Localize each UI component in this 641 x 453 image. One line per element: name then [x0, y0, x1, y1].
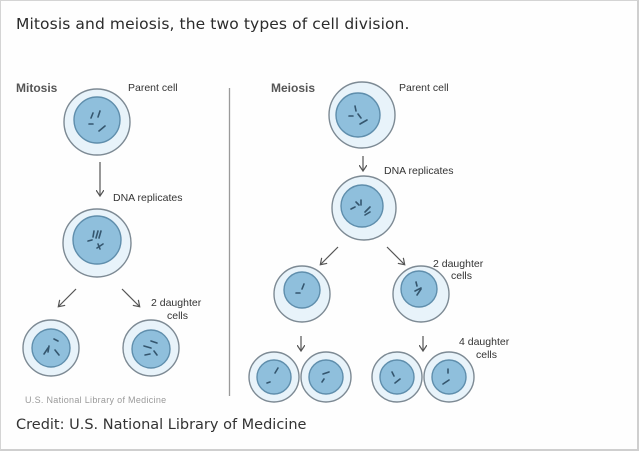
chromosome: [153, 350, 158, 356]
chromosome: [364, 211, 371, 216]
cell-nucleus: [283, 271, 321, 309]
chromosome: [321, 378, 325, 383]
chromosome: [355, 201, 360, 206]
chromosome: [53, 338, 59, 342]
meiosis-arrow-right: [386, 246, 404, 264]
chromosome: [143, 345, 152, 349]
cell-nucleus: [308, 359, 344, 395]
chromosome: [95, 230, 99, 239]
chromosome: [415, 281, 418, 287]
mitosis-daughter-label-line2: cells: [167, 310, 188, 322]
chromosome: [97, 110, 101, 118]
meiosis-granddaughter-cell: [248, 351, 300, 403]
chromosome: [301, 283, 305, 290]
chromosome: [416, 288, 422, 296]
mitosis-arrow-right: [121, 288, 139, 306]
chromosome: [98, 125, 106, 132]
chromosome: [96, 243, 104, 249]
mitosis-daughter-label-line1: 2 daughter: [151, 297, 202, 309]
chromosome: [442, 379, 450, 385]
mitosis-parent-label: Parent cell: [128, 82, 178, 94]
chromosome: [92, 230, 95, 238]
chromosome: [54, 349, 60, 356]
chromosome: [391, 371, 395, 377]
chromosome: [98, 230, 102, 239]
chromosome: [354, 105, 357, 112]
chromosome: [43, 347, 49, 355]
chromosome: [150, 340, 158, 344]
cell-nucleus: [31, 328, 71, 368]
meiosis-granddaughter-cell: [300, 351, 352, 403]
meiosis-section: Meiosis Parent cell DNA replicates 2 dau…: [248, 81, 510, 403]
chromosome: [394, 378, 401, 384]
chromosome: [322, 371, 330, 375]
meiosis-granddaughter-cell: [423, 351, 475, 403]
meiosis-replicated-cell: [331, 175, 397, 241]
meiosis-step-label: DNA replicates: [384, 165, 453, 177]
mitosis-step-label: DNA replicates: [113, 192, 182, 204]
chromosome: [144, 353, 151, 356]
chromosome: [357, 113, 362, 119]
chromosome: [266, 381, 271, 384]
meiosis-2-daughter-label-line2: cells: [451, 270, 472, 282]
chromosome: [274, 367, 279, 374]
meiosis-daughter-cell: [392, 265, 450, 323]
figure-credit: Credit: U.S. National Library of Medicin…: [16, 417, 307, 433]
chromosome: [364, 206, 371, 213]
watermark: U.S. National Library of Medicine: [25, 395, 166, 405]
chromosome: [414, 287, 422, 292]
meiosis-parent-cell: [328, 81, 396, 149]
mitosis-arrow-left: [59, 288, 77, 306]
meiosis-arrow-left: [321, 246, 339, 264]
cell-nucleus: [340, 184, 384, 228]
chromosome: [359, 119, 368, 125]
chromosome: [47, 345, 50, 353]
meiosis-daughter-cell: [273, 265, 331, 323]
mitosis-daughter-cell: [22, 319, 80, 377]
chromosome: [97, 243, 101, 250]
meiosis-2-daughter-label-line1: 2 daughter: [433, 258, 484, 270]
chromosome: [87, 239, 93, 242]
meiosis-4-daughter-label-line1: 4 daughter: [459, 336, 510, 348]
mitosis-parent-cell: [63, 88, 131, 156]
mitosis-replicated-cell: [62, 208, 132, 278]
meiosis-parent-label: Parent cell: [399, 82, 449, 94]
cell-nucleus: [72, 215, 122, 265]
mitosis-title: Mitosis: [16, 81, 58, 95]
chromosome: [90, 112, 94, 119]
cell-nucleus: [131, 329, 171, 369]
meiosis-title: Meiosis: [271, 81, 315, 95]
meiosis-4-daughter-label-line2: cells: [476, 349, 497, 361]
cell-nucleus: [73, 96, 121, 144]
mitosis-daughter-cell: [122, 319, 180, 377]
meiosis-granddaughter-cell: [371, 351, 423, 403]
figure-caption: Mitosis and meiosis, the two types of ce…: [16, 15, 410, 33]
chromosome: [350, 206, 356, 210]
cell-nucleus: [379, 359, 415, 395]
cell-nucleus: [256, 359, 292, 395]
cell-nucleus: [431, 359, 467, 395]
mitosis-section: Mitosis Parent cell DNA replicates 2 dau…: [16, 81, 202, 405]
